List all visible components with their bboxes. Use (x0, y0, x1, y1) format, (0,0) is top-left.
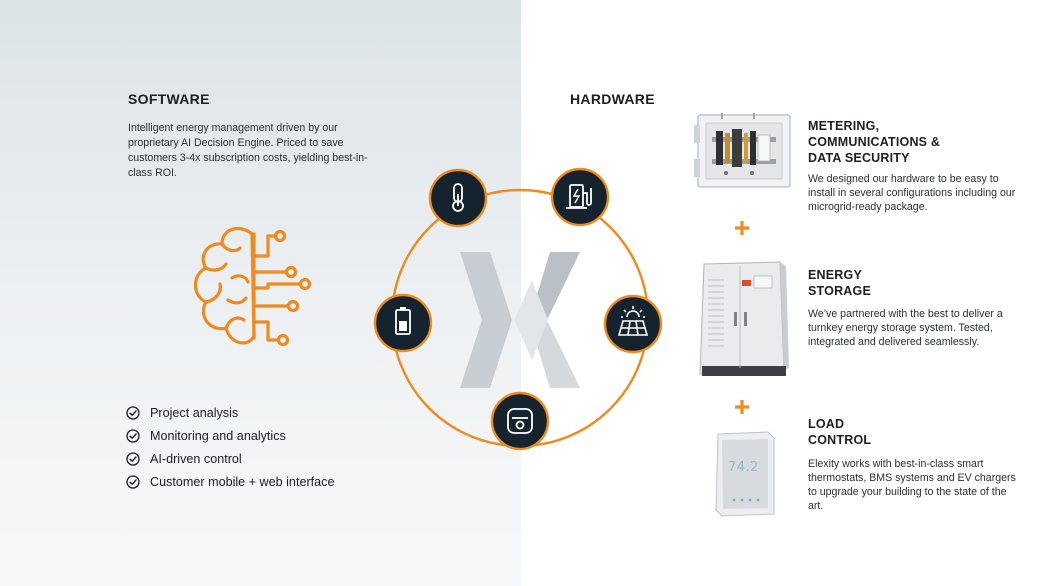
feature-label: Customer mobile + web interface (150, 474, 335, 489)
software-description: Intelligent energy management driven by … (128, 122, 368, 179)
thermometer-icon (452, 183, 464, 212)
plus-icon (735, 221, 749, 235)
load-control-title: LOAD CONTROL (808, 417, 872, 447)
energy-storage-title: ENERGY STORAGE (808, 268, 871, 298)
ev-charger-icon (566, 184, 592, 209)
brain-network-icon (193, 226, 312, 347)
integration-diagram (373, 167, 663, 451)
thermostat-image: 74.2 (712, 430, 778, 518)
elexity-logo (460, 252, 580, 388)
feature-item: Monitoring and analytics (126, 424, 334, 447)
check-circle-icon (126, 428, 140, 443)
load-control-description: Elexity works with best-in-class smart t… (808, 458, 1016, 512)
thermometer-node (428, 168, 488, 228)
thermostat-body (715, 431, 775, 517)
solar-panel-node (603, 294, 663, 354)
metering-description: We designed our hardware to be easy to i… (808, 173, 1016, 213)
feature-item: Customer mobile + web interface (126, 470, 334, 493)
thermostat-display-value: 74.2 (728, 460, 759, 475)
feature-item: Project analysis (126, 401, 334, 424)
feature-item: AI-driven control (126, 447, 334, 470)
feature-label: Monitoring and analytics (150, 428, 286, 443)
battery-icon (395, 307, 411, 335)
check-circle-icon (126, 474, 140, 489)
ev-charger-node (550, 167, 610, 227)
feature-label: AI-driven control (150, 451, 242, 466)
battery-node (373, 293, 433, 353)
software-title: SOFTWARE (128, 91, 210, 107)
plus-icon (735, 400, 749, 414)
solar-panel-icon (617, 306, 649, 336)
feature-label: Project analysis (150, 405, 239, 420)
metering-panel-image (694, 113, 791, 188)
hardware-title: HARDWARE (570, 91, 655, 107)
smart-meter-node (490, 391, 550, 451)
metering-title: METERING, COMMUNICATIONS & DATA SECURITY (808, 119, 941, 165)
feature-list: Project analysis Monitoring and analytic… (126, 401, 334, 493)
smart-meter-icon (507, 408, 533, 434)
check-circle-icon (126, 405, 140, 420)
check-circle-icon (126, 451, 140, 466)
energy-storage-description: We’ve partnered with the best to deliver… (808, 308, 1003, 348)
energy-storage-image (699, 261, 789, 376)
software-panel (0, 0, 521, 586)
